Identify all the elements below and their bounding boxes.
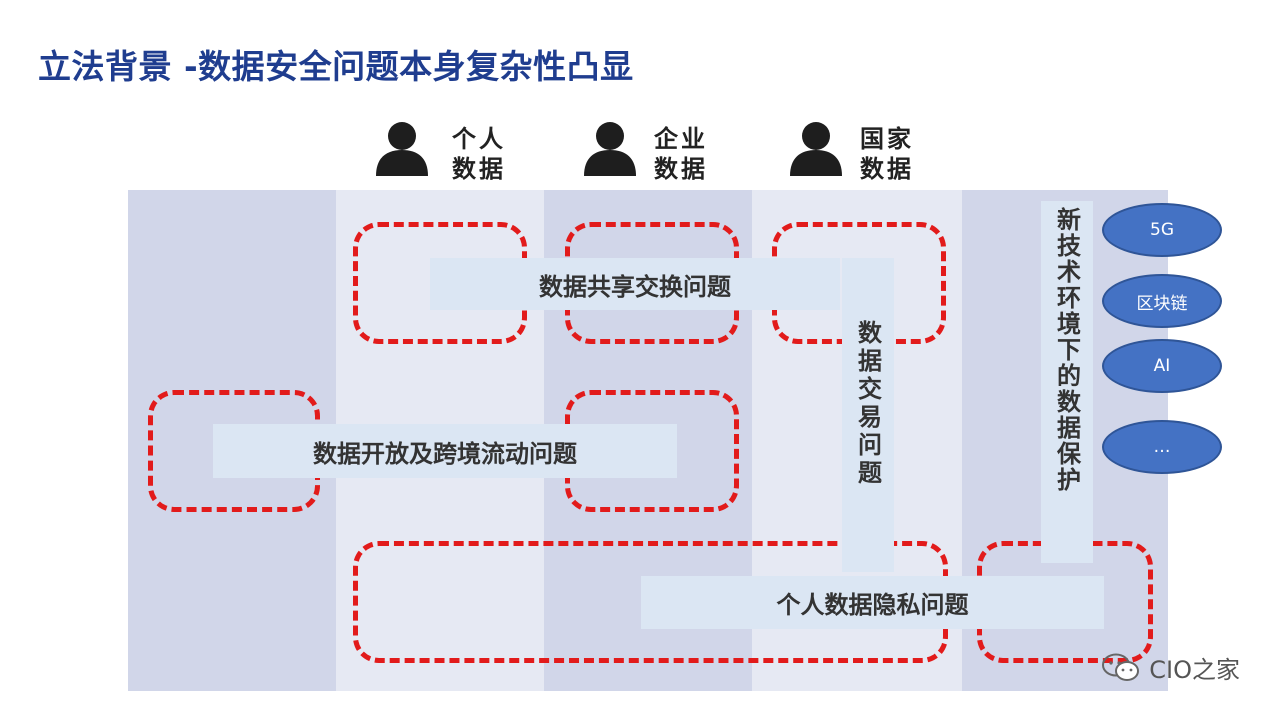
person-icon: [376, 122, 428, 176]
tech-ellipse-more: …: [1102, 420, 1222, 474]
issue-data-opening: 数据开放及跨境流动问题: [213, 424, 677, 478]
category-label-national: 国家数据: [860, 125, 914, 183]
person-icon: [790, 122, 842, 176]
wechat-icon: [1102, 653, 1140, 681]
issue-data-trading: 数据交易问题: [842, 258, 894, 572]
issue-data-privacy: 个人数据隐私问题: [641, 576, 1104, 629]
issue-data-sharing: 数据共享交换问题: [430, 258, 840, 310]
tech-ellipse-blockchain: 区块链: [1102, 274, 1222, 328]
page-title: 立法背景 -数据安全问题本身复杂性凸显: [38, 47, 634, 86]
tech-ellipse-5g: 5G: [1102, 203, 1222, 257]
watermark: CIO之家: [1101, 650, 1240, 685]
tech-ellipse-ai: AI: [1102, 339, 1222, 393]
person-icon: [584, 122, 636, 176]
category-label-enterprise: 企业数据: [654, 125, 708, 183]
issue-new-tech-protection: 新技术环境下的数据保护: [1041, 201, 1093, 563]
watermark-text: CIO之家: [1149, 656, 1240, 684]
category-label-personal: 个人数据: [452, 125, 506, 183]
